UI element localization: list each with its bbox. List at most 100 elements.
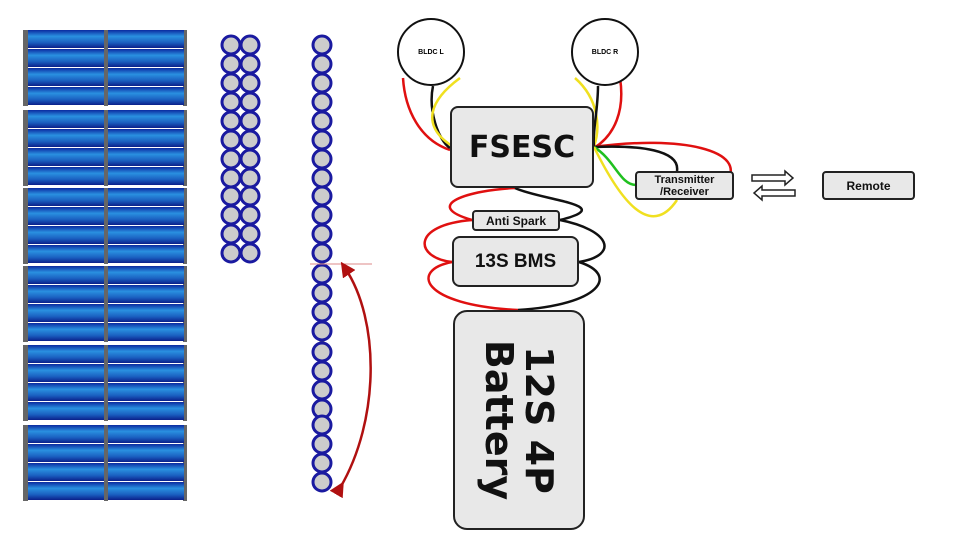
wire	[559, 218, 606, 264]
battery-cell	[28, 110, 104, 128]
wire	[423, 218, 473, 264]
battery-cell	[108, 285, 184, 303]
cell-circle	[311, 223, 333, 245]
esc-label: FSESC	[468, 129, 576, 165]
transceiver-label: Transmitter /Receiver	[654, 173, 715, 198]
wire	[401, 77, 451, 152]
cell-circle	[311, 72, 333, 94]
wire	[427, 260, 519, 312]
battery-cell	[28, 304, 104, 322]
nickel-strip	[23, 110, 28, 186]
nickel-strip	[104, 188, 108, 264]
battery-cell	[108, 49, 184, 67]
wire	[592, 146, 679, 218]
nickel-strip	[104, 345, 108, 421]
nickel-strip	[104, 110, 108, 186]
nickel-strip	[183, 345, 187, 421]
battery-cell	[28, 482, 104, 500]
nickel-strip	[23, 188, 28, 264]
cell-circle	[311, 110, 333, 132]
nickel-strip	[104, 425, 108, 501]
remote-label: Remote	[846, 178, 891, 193]
battery-cell	[28, 383, 104, 401]
cell-circle	[311, 204, 333, 226]
cell-circle	[311, 433, 333, 455]
battery-cell	[108, 226, 184, 244]
battery-cell	[108, 444, 184, 462]
cell-circle	[239, 129, 261, 151]
cell-circle	[311, 301, 333, 323]
cell-circle	[239, 167, 261, 189]
battery-cell	[108, 245, 184, 263]
cell-circle	[239, 204, 261, 226]
wire	[593, 145, 637, 187]
wire	[517, 260, 601, 312]
red-arrow	[329, 261, 372, 499]
battery-cell	[28, 285, 104, 303]
battery-cell	[28, 425, 104, 443]
wire	[593, 77, 623, 150]
antispark-label: Anti Spark	[485, 213, 546, 228]
battery-cell	[28, 30, 104, 48]
cell-circle	[311, 129, 333, 151]
cell-circle	[311, 414, 333, 436]
battery-cell	[28, 444, 104, 462]
battery-cell	[108, 482, 184, 500]
battery-cell	[108, 68, 184, 86]
cell-circle	[311, 341, 333, 363]
cell-circle	[311, 91, 333, 113]
cell-circle	[311, 263, 333, 285]
cell-circle	[311, 167, 333, 189]
cell-circle	[220, 53, 242, 75]
battery-cell	[28, 148, 104, 166]
nickel-strip	[23, 345, 28, 421]
transceiver-block: Transmitter /Receiver	[635, 171, 734, 200]
wire	[593, 145, 679, 172]
motor-left-label: BLDC L	[418, 48, 444, 56]
nickel-strip	[183, 188, 187, 264]
nickel-strip	[104, 30, 108, 106]
battery-cell	[108, 207, 184, 225]
cell-circle	[220, 223, 242, 245]
motor-left: BLDC L	[397, 18, 465, 86]
nickel-strip	[183, 425, 187, 501]
battery-cell	[108, 188, 184, 206]
battery-cell	[28, 68, 104, 86]
cell-circle	[239, 223, 261, 245]
antispark-block: Anti Spark	[472, 210, 560, 231]
battery-cell	[28, 323, 104, 341]
battery-cell	[28, 226, 104, 244]
battery-cell	[108, 425, 184, 443]
cell-circle	[239, 148, 261, 170]
cell-circle	[311, 148, 333, 170]
nickel-strip	[183, 110, 187, 186]
cell-circle	[311, 379, 333, 401]
nickel-strip	[23, 30, 28, 106]
cell-circle	[311, 53, 333, 75]
arrow-to-remote	[751, 169, 795, 187]
cell-circle	[220, 91, 242, 113]
battery-cell	[28, 167, 104, 185]
cell-circle	[220, 242, 242, 264]
battery-cell	[28, 345, 104, 363]
battery-cell	[108, 304, 184, 322]
bms-label: 13S BMS	[474, 250, 557, 272]
battery-cell	[108, 463, 184, 481]
battery-cell	[28, 402, 104, 420]
battery-cell	[108, 402, 184, 420]
cell-circle	[220, 185, 242, 207]
battery-cell	[108, 266, 184, 284]
remote-block: Remote	[822, 171, 915, 200]
cell-circle	[311, 320, 333, 342]
cell-circle	[311, 242, 333, 264]
battery-cell	[108, 148, 184, 166]
battery-cell	[28, 207, 104, 225]
bms-block: 13S BMS	[452, 236, 579, 287]
battery-cell	[28, 129, 104, 147]
cell-circle	[311, 452, 333, 474]
nickel-strip	[23, 266, 28, 342]
cell-circle	[239, 72, 261, 94]
cell-circle	[220, 72, 242, 94]
